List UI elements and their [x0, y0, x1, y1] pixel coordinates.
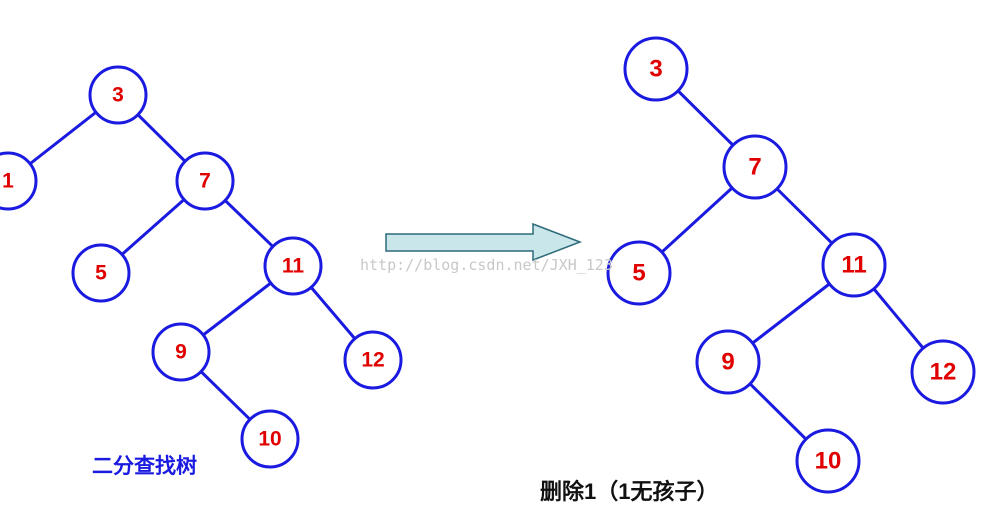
- left-node-circle-10: [240, 409, 300, 469]
- left-node-label-9: 9: [175, 341, 187, 364]
- right-node-12: 12: [910, 339, 976, 405]
- left-node-circle-3: [88, 65, 148, 125]
- right-node-circle-11: [821, 232, 887, 298]
- left-node-circle-12: [343, 330, 403, 390]
- right-node-9: 9: [695, 329, 761, 395]
- transform-arrow: [385, 222, 583, 262]
- left-node-circle-7: [175, 151, 235, 211]
- left-node-9: 9: [151, 322, 211, 382]
- left-node-label-1: 1: [2, 170, 14, 193]
- right-tree-nodes: 3 7 5 11 9 12 10: [606, 36, 976, 494]
- right-tree-caption: 删除1（1无孩子）: [540, 479, 719, 504]
- right-tree-edges: [637, 67, 945, 463]
- right-node-circle-10: [795, 428, 861, 494]
- right-node-label-11: 11: [841, 252, 866, 279]
- left-node-circle-5: [71, 243, 131, 303]
- right-node-circle-3: [623, 36, 689, 102]
- left-node-5: 5: [71, 243, 131, 303]
- right-node-10: 10: [795, 428, 861, 494]
- left-node-label-11: 11: [282, 255, 305, 278]
- right-node-label-12: 12: [930, 359, 957, 386]
- left-node-1: 1: [0, 151, 38, 211]
- right-node-label-7: 7: [748, 154, 761, 181]
- left-node-3: 3: [88, 65, 148, 125]
- right-node-3: 3: [623, 36, 689, 102]
- right-node-circle-5: [606, 240, 672, 306]
- left-node-label-3: 3: [112, 84, 124, 107]
- right-node-label-5: 5: [632, 260, 645, 287]
- left-node-label-12: 12: [361, 349, 384, 372]
- right-node-circle-12: [910, 339, 976, 405]
- left-node-12: 12: [343, 330, 403, 390]
- right-node-11: 11: [821, 232, 887, 298]
- left-node-circle-9: [151, 322, 211, 382]
- left-node-label-5: 5: [95, 262, 107, 285]
- right-node-label-10: 10: [815, 448, 842, 475]
- right-node-label-3: 3: [649, 56, 662, 83]
- left-node-7: 7: [175, 151, 235, 211]
- left-node-10: 10: [240, 409, 300, 469]
- right-node-label-9: 9: [721, 349, 734, 376]
- left-tree-nodes: 3 1 7 5 11 9 12 10: [0, 65, 403, 469]
- left-node-circle-11: [263, 236, 323, 296]
- watermark-text: http://blog.csdn.net/JXH_123: [360, 256, 613, 274]
- right-node-circle-7: [722, 134, 788, 200]
- left-tree-caption: 二分查找树: [92, 455, 197, 478]
- right-node-7: 7: [722, 134, 788, 200]
- right-node-5: 5: [606, 240, 672, 306]
- left-node-circle-1: [0, 151, 38, 211]
- right-node-circle-9: [695, 329, 761, 395]
- left-node-label-10: 10: [258, 428, 281, 451]
- left-node-label-7: 7: [199, 170, 211, 193]
- left-node-11: 11: [263, 236, 323, 296]
